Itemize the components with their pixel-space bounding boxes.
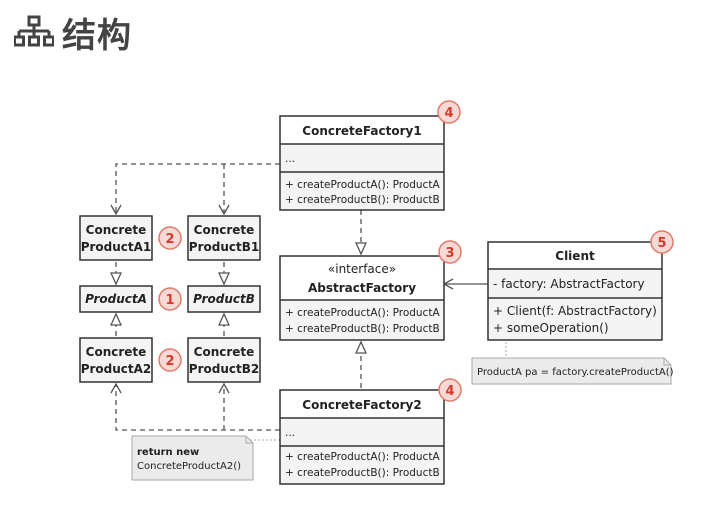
connectors <box>109 163 507 441</box>
svg-text:3: 3 <box>445 246 454 261</box>
class-method: + createProductB(): ProductB <box>285 323 440 335</box>
svg-text:return new: return new <box>137 447 199 458</box>
badge-4-factory1: 4 <box>437 100 461 124</box>
structure-icon <box>14 15 54 47</box>
svg-text:Concrete: Concrete <box>194 223 255 237</box>
class-fields: ... <box>285 153 295 165</box>
svg-text:Concrete: Concrete <box>86 223 147 237</box>
class-name: AbstractFactory <box>308 281 416 295</box>
class-method: + createProductB(): ProductB <box>285 467 440 479</box>
svg-text:2: 2 <box>165 354 174 369</box>
badge-4-factory2: 4 <box>438 378 462 402</box>
svg-text:ProductA pa = factory.createPr: ProductA pa = factory.createProductA() <box>477 367 674 378</box>
product-b-interface: ProductB <box>187 285 261 313</box>
svg-text:5: 5 <box>657 236 666 251</box>
svg-text:1: 1 <box>165 293 174 308</box>
badge-3-abstract-factory: 3 <box>438 240 462 264</box>
svg-text:ProductA2: ProductA2 <box>81 362 152 376</box>
abstract-factory-interface: «interface» AbstractFactory + createProd… <box>279 255 445 341</box>
badge-5-client: 5 <box>650 230 674 254</box>
cf2-to-product-a2-arrow <box>110 382 280 431</box>
svg-text:ProductA1: ProductA1 <box>81 240 152 254</box>
svg-text:Concrete: Concrete <box>86 345 147 359</box>
class-name: ConcreteFactory2 <box>302 398 421 412</box>
badge-2-products2: 2 <box>158 348 182 372</box>
cf1-to-product-a1-arrow <box>110 163 280 216</box>
class-method: + createProductA(): ProductA <box>285 451 440 463</box>
section-title: 结构 <box>62 15 132 56</box>
class-method: + Client(f: AbstractFactory) <box>493 304 657 318</box>
svg-text:4: 4 <box>444 106 453 121</box>
class-method: + createProductB(): ProductB <box>285 194 440 206</box>
svg-text:Concrete: Concrete <box>194 345 255 359</box>
concrete-product-a1-class: Concrete ProductA1 <box>79 215 153 261</box>
concrete-factory2-class: ConcreteFactory2 ... + createProductA():… <box>279 389 445 485</box>
svg-text:ProductA: ProductA <box>85 292 147 306</box>
concrete-product-b1-class: Concrete ProductB1 <box>187 215 261 261</box>
svg-text:ProductB: ProductB <box>193 292 255 306</box>
class-fields: - factory: AbstractFactory <box>493 277 645 291</box>
class-method: + someOperation() <box>493 321 609 335</box>
concrete-product-b2-class: Concrete ProductB2 <box>187 337 261 383</box>
svg-text:2: 2 <box>165 232 174 247</box>
svg-text:4: 4 <box>445 384 454 399</box>
svg-text:ConcreteProductA2(): ConcreteProductA2() <box>137 461 241 472</box>
product-a-interface: ProductA <box>79 285 153 313</box>
section-heading: 结构 <box>14 8 132 56</box>
interface-stereotype: «interface» <box>328 262 396 276</box>
class-method: + createProductA(): ProductA <box>285 307 440 319</box>
svg-text:ProductB2: ProductB2 <box>189 362 259 376</box>
concrete-factory1-class: ConcreteFactory1 ... + createProductA():… <box>279 115 445 211</box>
badge-2-products1: 2 <box>158 226 182 250</box>
class-name: ConcreteFactory1 <box>302 124 421 138</box>
concrete-product-a2-class: Concrete ProductA2 <box>79 337 153 383</box>
svg-text:ProductB1: ProductB1 <box>189 240 259 254</box>
badge-1-product-interfaces: 1 <box>158 287 182 311</box>
class-fields: ... <box>285 427 295 439</box>
client-class: Client - factory: AbstractFactory + Clie… <box>487 241 663 341</box>
class-method: + createProductA(): ProductA <box>285 179 440 191</box>
class-name: Client <box>555 249 595 263</box>
client-code-note: ProductA pa = factory.createProductA() <box>471 357 674 385</box>
factory2-code-note: return new ConcreteProductA2() <box>131 435 254 481</box>
